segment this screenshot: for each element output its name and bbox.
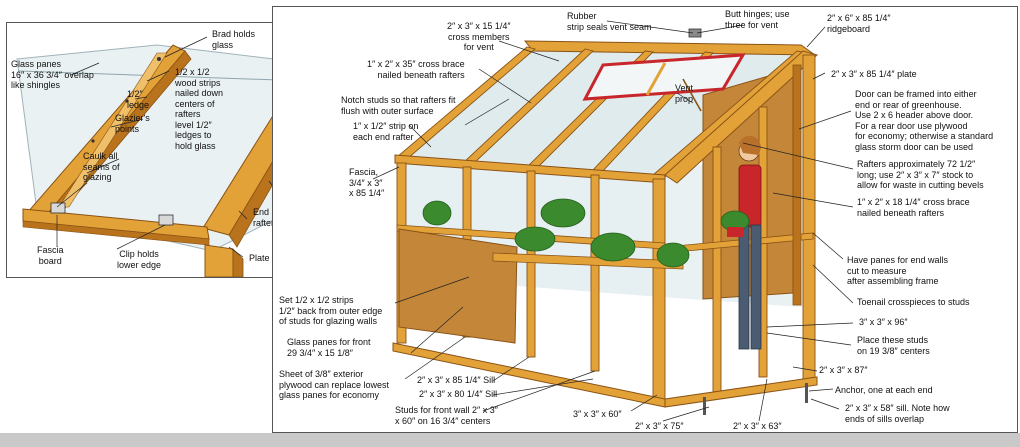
vent-prop-label: Vent prop xyxy=(675,83,694,104)
clip-right xyxy=(158,214,174,226)
front-glass-panes-label: Glass panes for front 29 3/4″ x 15 1/8″ xyxy=(287,337,371,358)
gardener-figure xyxy=(720,135,762,350)
ledge-label: 1/2″ ledge xyxy=(127,89,150,110)
wood-strips-label: 1/2 x 1/2 wood strips nailed down center… xyxy=(175,67,224,151)
brad-nail xyxy=(157,57,161,61)
stud-3x3x60-label: 3″ x 3″ x 60″ xyxy=(573,409,622,419)
caulk-label: Caulk all seams of glazing xyxy=(83,151,120,182)
end-sill xyxy=(664,376,818,408)
plate-stud xyxy=(204,244,234,277)
anchor-left xyxy=(703,397,706,415)
stud-3x3x96-label: 3″ x 3″ x 96″ xyxy=(859,317,908,327)
inset-leaders xyxy=(56,36,248,258)
sill-85-label: 2″ x 3″ x 85 1/4″ Sill xyxy=(417,375,496,385)
back-corner-post xyxy=(792,64,802,306)
plywood-sheet xyxy=(398,228,518,344)
glazing-strips-label: Set 1/2 x 1/2 strips 1/2″ back from oute… xyxy=(279,295,383,326)
sill-58-label: 2″ x 3″ x 58″ sill. Note how ends of sil… xyxy=(845,403,950,424)
fascia-board-label: Fascia board xyxy=(37,245,64,266)
anchor-label: Anchor, one at each end xyxy=(835,385,933,395)
cross-brace-18-label: 1″ x 2″ x 18 1/4″ cross brace nailed ben… xyxy=(857,197,970,218)
plants xyxy=(422,198,690,268)
place-studs-label: Place these studs on 19 3/8″ centers xyxy=(857,335,930,356)
stud-2x3x63-label: 2″ x 3″ x 63″ xyxy=(733,421,782,431)
plywood-note-label: Sheet of 3/8″ exterior plywood can repla… xyxy=(279,369,390,400)
greenhouse-frame-drawing xyxy=(372,20,854,422)
notch-studs-label: Notch studs so that rafters fit flush wi… xyxy=(341,95,456,116)
glaziers-points-label: Glazier's points xyxy=(115,113,150,134)
glass-panes-label: Glass panes 16″ x 36 3/4″ overlap like s… xyxy=(11,59,94,90)
stud-2x3x87-label: 2″ x 3″ x 87″ xyxy=(819,365,868,375)
butt-hinges-label: Butt hinges; use three for vent xyxy=(725,9,790,30)
sill-80-label: 2″ x 3″ x 80 1/4″ Sill xyxy=(419,389,498,399)
vent-prop xyxy=(682,78,702,112)
front-studs-label: Studs for front wall 2″ x 3″ x 60″ on 16… xyxy=(395,405,498,426)
rubber-strip-label: Rubber strip seals vent seam xyxy=(567,11,652,32)
plate-stud-side xyxy=(232,248,244,277)
anchor-right xyxy=(805,383,808,403)
fascia-label: Fascia, 3/4″ x 3″ x 85 1/4″ xyxy=(349,167,385,198)
stud-2x3x75-label: 2″ x 3″ x 75″ xyxy=(635,421,684,431)
plate-label: Plate xyxy=(249,253,270,263)
end-rafter-main xyxy=(664,50,818,184)
brad-label: Brad holds glass xyxy=(212,29,256,50)
bottom-bar xyxy=(0,433,1020,447)
rafters-note-label: Rafters approximately 72 1/2″ long; use … xyxy=(857,159,984,190)
cross-members-label: 2″ x 3″ x 15 1/4″ cross members for vent xyxy=(447,21,511,52)
door-note-label: Door can be framed into either end or re… xyxy=(855,89,994,152)
toenail-label: Toenail crosspieces to studs xyxy=(857,297,970,307)
fascia-board-edge xyxy=(22,220,210,246)
wood-strip xyxy=(58,52,168,208)
brad-nail-3 xyxy=(91,139,95,143)
ridgeboard-label: 2″ x 6″ x 85 1/4″ ridgeboard xyxy=(827,13,891,34)
clip-label: Clip holds lower edge xyxy=(117,249,162,270)
vent-cross-member xyxy=(645,62,667,96)
vent-hinge xyxy=(688,28,702,38)
greenhouse-frame-panel: 2″ x 3″ x 15 1/4″ cross members for vent… xyxy=(272,6,1018,433)
clip-left xyxy=(50,202,66,214)
cross-brace-top-label: 1″ x 2″ x 35″ cross brace nailed beneath… xyxy=(367,59,465,80)
end-rafter-label: End rafter xyxy=(253,207,275,228)
end-wall-panes-label: Have panes for end walls cut to measure … xyxy=(847,255,949,286)
roof-vent xyxy=(582,53,746,101)
main-leaders xyxy=(372,20,854,422)
plate-top-label: 2″ x 3″ x 85 1/4″ plate xyxy=(831,69,917,79)
brad-nail-2 xyxy=(125,99,129,103)
strip-end-rafter-label: 1″ x 1/2″ strip on each end rafter xyxy=(353,121,419,142)
